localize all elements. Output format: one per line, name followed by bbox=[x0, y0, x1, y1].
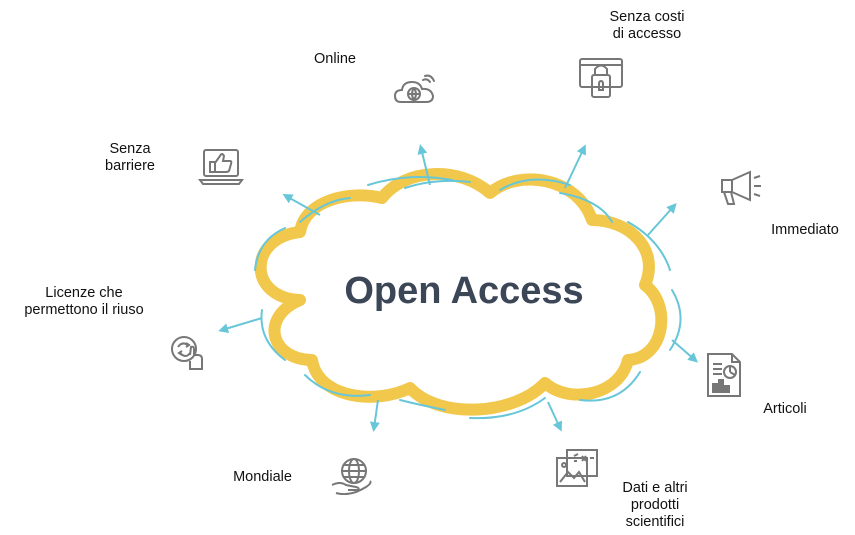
arrow-to-mondiale bbox=[369, 399, 380, 432]
arrow-to-dati bbox=[547, 401, 563, 432]
arrow-to-immediato bbox=[647, 203, 677, 236]
arc-right-1 bbox=[627, 221, 671, 271]
arrow-to-senza-costi bbox=[564, 144, 586, 189]
label-mondiale: Mondiale bbox=[220, 469, 305, 486]
label-senza-barriere: Senza barriere bbox=[90, 141, 170, 175]
arc-right-2 bbox=[669, 289, 682, 351]
label-dati: Dati e altri prodotti scientifici bbox=[605, 480, 705, 531]
arc-top-center bbox=[404, 179, 471, 189]
label-mondiale-line-1: Mondiale bbox=[233, 469, 292, 485]
thumbs-up-laptop-icon bbox=[198, 146, 244, 188]
arc-top-right-2 bbox=[559, 192, 613, 223]
label-licenze-line-1: Licenze che bbox=[45, 285, 123, 301]
label-senza-barriere-line-1: Senza bbox=[109, 141, 151, 157]
arrow-to-licenze bbox=[218, 317, 263, 334]
label-senza-costi: Senza costi di accesso bbox=[592, 9, 702, 43]
label-online-line-1: Online bbox=[314, 51, 356, 67]
center-title: Open Access bbox=[344, 270, 583, 312]
megaphone-icon bbox=[718, 168, 762, 208]
label-licenze: Licenze che permettono il riuso bbox=[5, 285, 163, 319]
arc-bottom-center-2 bbox=[399, 399, 446, 411]
central-cloud bbox=[254, 168, 668, 416]
arrow-to-articoli bbox=[671, 339, 699, 363]
document-chart-icon bbox=[704, 350, 744, 400]
reuse-hand-icon bbox=[168, 333, 208, 373]
label-senza-costi-line-1: Senza costi bbox=[609, 9, 685, 25]
cloud-globe-icon bbox=[393, 72, 437, 108]
arc-bottom-center-1 bbox=[469, 397, 546, 420]
arrow-to-online bbox=[417, 144, 431, 186]
label-immediato-line-1: Immediato bbox=[771, 222, 839, 238]
label-dati-line-2: prodotti bbox=[630, 497, 680, 513]
label-dati-line-3: scientifici bbox=[625, 514, 685, 530]
arc-top-left-2 bbox=[299, 197, 351, 223]
arrows bbox=[218, 144, 699, 432]
label-articoli-line-1: Articoli bbox=[763, 401, 807, 417]
arc-bottom-right bbox=[579, 371, 641, 402]
arc-top-left bbox=[367, 175, 453, 186]
cloud-outer-arcs bbox=[254, 175, 682, 420]
arc-top-right-1 bbox=[499, 178, 571, 191]
globe-hand-icon bbox=[330, 455, 376, 495]
label-dati-line-1: Dati e altri bbox=[622, 480, 688, 496]
label-immediato: Immediato bbox=[760, 222, 850, 239]
label-senza-costi-line-2: di accesso bbox=[612, 26, 682, 42]
label-online: Online bbox=[300, 51, 370, 68]
arc-left-1 bbox=[260, 309, 286, 361]
label-licenze-line-2: permettono il riuso bbox=[24, 302, 144, 318]
lock-window-icon bbox=[578, 55, 624, 101]
arc-left-2 bbox=[254, 227, 286, 271]
label-articoli: Articoli bbox=[750, 401, 820, 418]
arc-bottom-left bbox=[304, 374, 371, 397]
label-senza-barriere-line-2: barriere bbox=[105, 158, 155, 174]
arrow-to-senza-barriere bbox=[282, 194, 321, 216]
image-gallery-icon bbox=[555, 448, 599, 488]
